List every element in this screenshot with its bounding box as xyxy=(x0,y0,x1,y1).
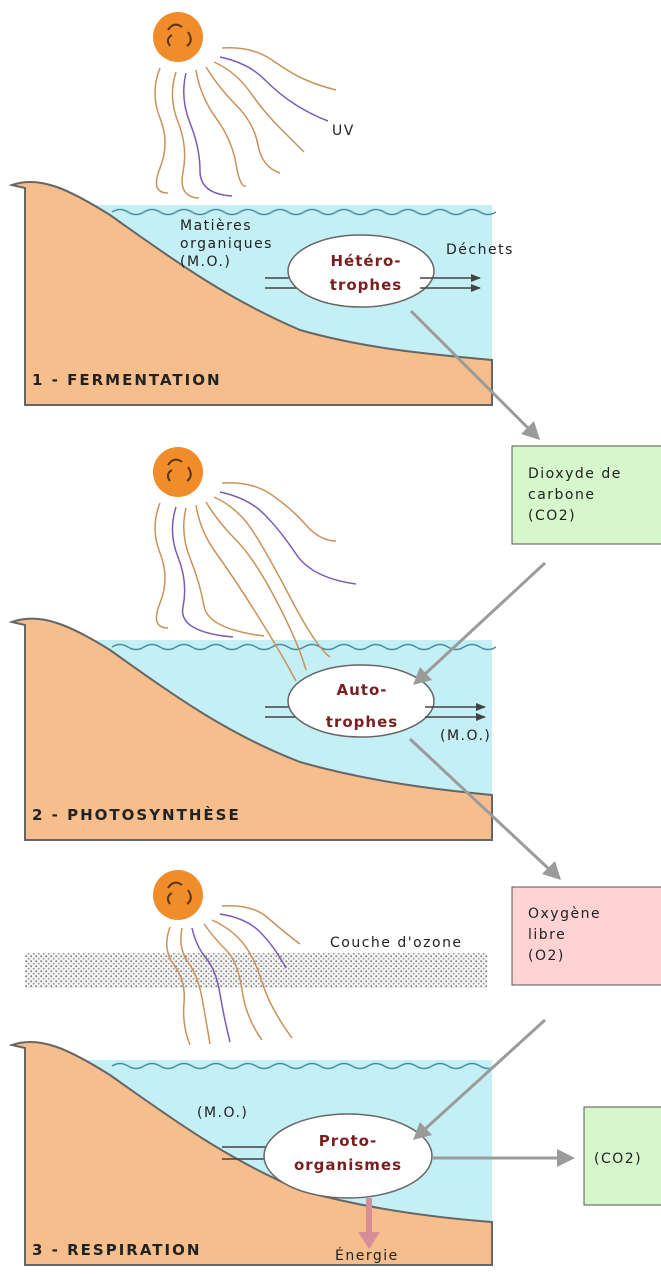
uv-label: UV xyxy=(332,123,355,139)
input-label: (M.O.) xyxy=(197,1105,248,1121)
input-label-line-3: (M.O.) xyxy=(180,254,231,270)
output-label: (M.O.) xyxy=(440,728,491,744)
o2-box: Oxygène libre (O2) xyxy=(512,887,661,985)
panel-respiration: Couche d'ozone (M.O.) Proto- organismes … xyxy=(12,870,496,1265)
co2-out-box: (CO2) xyxy=(584,1107,661,1205)
cell-label-line-2: trophes xyxy=(326,713,398,731)
ozone-layer-band xyxy=(25,953,487,988)
output-label: Déchets xyxy=(446,242,514,258)
co2-out-label: (CO2) xyxy=(594,1151,642,1167)
sun-icon xyxy=(153,447,203,497)
cell-label-line-2: trophes xyxy=(330,276,402,294)
cell-label-line-1: Hétéro- xyxy=(331,252,402,270)
input-label-line-1: Matières xyxy=(180,218,252,234)
panel-title: 3 - RESPIRATION xyxy=(32,1241,201,1259)
uv-rays xyxy=(155,48,336,198)
co2-box-line-1: Dioxyde de xyxy=(528,466,622,482)
sun xyxy=(153,870,203,920)
sun-icon xyxy=(153,12,203,62)
co2-box: Dioxyde de carbone (CO2) xyxy=(512,446,661,544)
sun-icon xyxy=(153,870,203,920)
flow-arrowhead-to-co2-out xyxy=(557,1149,575,1167)
o2-box-line-3: (O2) xyxy=(528,948,565,964)
panel-photosynthese: Auto- trophes (M.O.) 2 - PHOTOSYNTHÈSE xyxy=(12,447,496,840)
cell-label-line-1: Proto- xyxy=(319,1132,377,1150)
sun xyxy=(153,12,203,62)
input-label-line-2: organiques xyxy=(180,236,273,252)
ozone-label: Couche d'ozone xyxy=(330,935,463,951)
co2-box-line-2: carbone xyxy=(528,487,595,503)
sun xyxy=(153,447,203,497)
cell-heterotrophs xyxy=(288,235,434,307)
energy-label: Énergie xyxy=(335,1247,399,1264)
panel-fermentation: UV Matières organiques (M.O.) Hétéro- tr… xyxy=(12,12,514,405)
panel-title: 2 - PHOTOSYNTHÈSE xyxy=(32,805,241,824)
panel-title: 1 - FERMENTATION xyxy=(32,371,222,389)
cell-label-line-2: organismes xyxy=(294,1156,402,1174)
co2-box-line-3: (CO2) xyxy=(528,508,576,524)
o2-box-line-1: Oxygène xyxy=(528,906,601,922)
o2-box-line-2: libre xyxy=(528,927,566,943)
cell-label-line-1: Auto- xyxy=(337,681,388,699)
